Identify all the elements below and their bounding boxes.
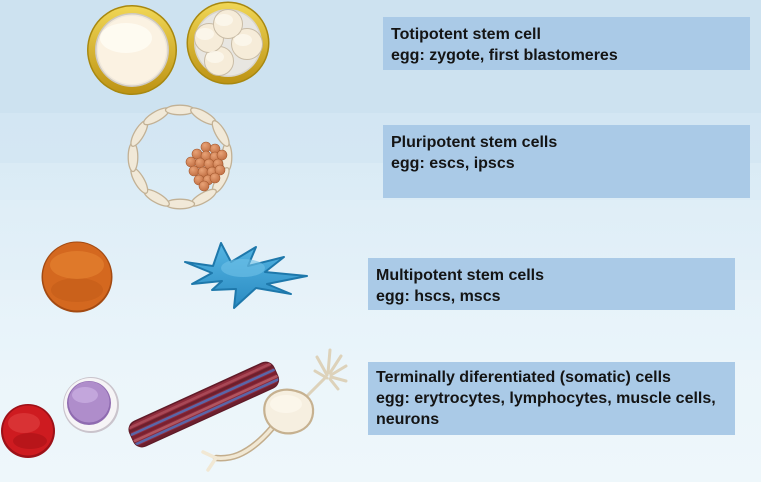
- hsc-cell-illustration: [41, 241, 113, 313]
- multipotent-subtitle: egg: hscs, mscs: [376, 288, 501, 305]
- multipotent-title: Multipotent stem cells: [376, 267, 545, 284]
- totipotent-subtitle: egg: zygote, first blastomeres: [391, 47, 618, 64]
- pluripotent-subtitle: egg: escs, ipscs: [391, 155, 515, 172]
- zygote-illustration: [87, 5, 177, 95]
- blastocyst-illustration: [127, 104, 233, 210]
- blastomeres-illustration: [186, 1, 270, 85]
- label-pluripotent: Pluripotent stem cells egg: escs, ipscs: [383, 125, 750, 198]
- muscle-fiber-illustration: [126, 359, 282, 450]
- pluripotent-title: Pluripotent stem cells: [391, 134, 558, 151]
- label-terminally-differentiated: Terminally diferentiated (somatic) cells…: [368, 362, 735, 435]
- label-totipotent: Totipotent stem cell egg: zygote, first …: [383, 17, 750, 70]
- msc-cell-illustration: [184, 242, 308, 309]
- terminally-differentiated-title: Terminally diferentiated (somatic) cells: [376, 369, 671, 386]
- label-multipotent: Multipotent stem cells egg: hscs, mscs: [368, 258, 735, 310]
- neuron-illustration: [201, 348, 348, 472]
- totipotent-title: Totipotent stem cell: [391, 26, 541, 43]
- erythrocyte-illustration: [1, 404, 55, 458]
- lymphocyte-illustration: [63, 377, 119, 433]
- neuron-dendrites: [305, 348, 348, 398]
- terminally-differentiated-subtitle: egg: erytrocytes, lymphocytes, muscle ce…: [376, 390, 716, 428]
- inner-cell-mass: [185, 141, 228, 192]
